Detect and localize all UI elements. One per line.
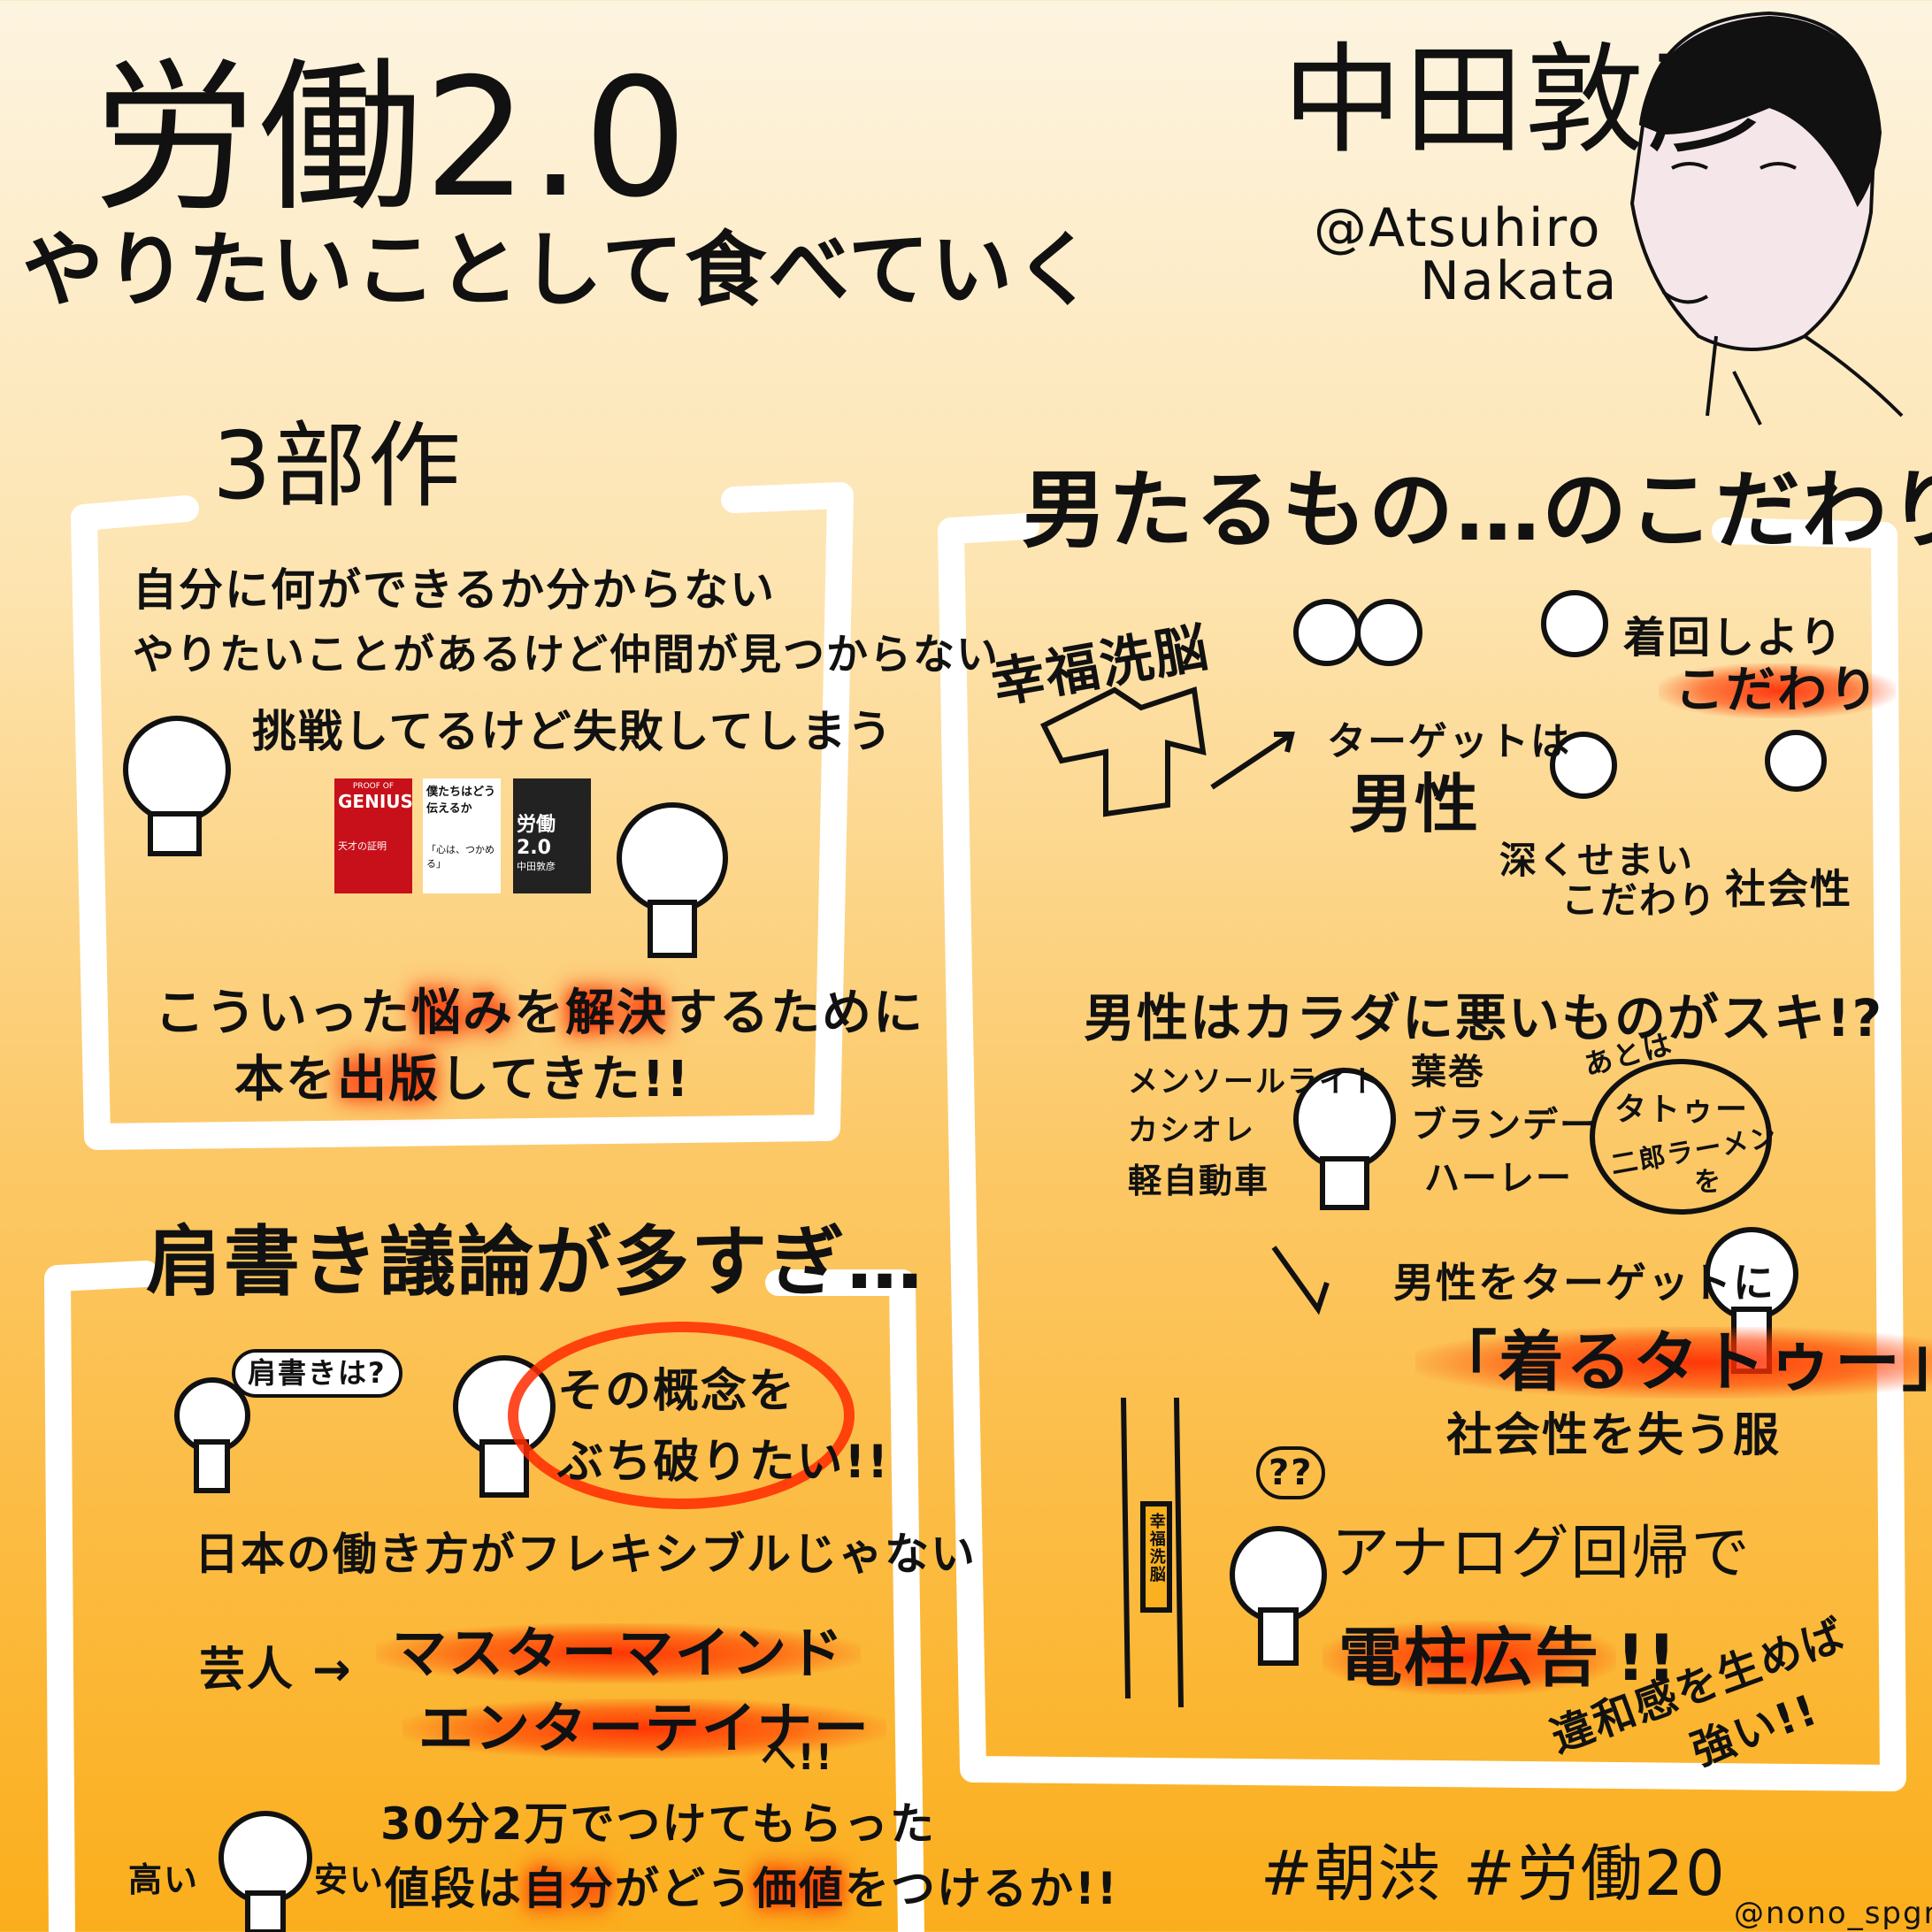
break-line-2: ぶち破りたい!! (557, 1436, 890, 1489)
left-item: 軽自動車 (1128, 1162, 1270, 1200)
speech-bubble: 肩書きは? (232, 1349, 402, 1399)
tshirt-icon (1039, 686, 1207, 817)
analog-text: アナログ回帰で (1331, 1519, 1752, 1587)
page-subtitle: やりたいことして食べていく (22, 223, 1098, 318)
target-line-1: ターゲットは (1327, 719, 1571, 764)
trilogy-conclusion-1: こういった悩みを解決するために (155, 986, 924, 1041)
red-circle (508, 1322, 855, 1509)
hashtags: #朝渋 #労働20 (1261, 1837, 1727, 1910)
low-label: 安い (314, 1860, 386, 1899)
pole-ad-text: 電柱広告!! (1322, 1621, 1678, 1695)
book-sub: 天才の証明 (338, 840, 387, 852)
utility-pole (1121, 1397, 1184, 1708)
trilogy-heading: 3部作 (212, 412, 463, 520)
target-line-2: 男性 (1349, 767, 1481, 841)
text: がどう (615, 1863, 753, 1914)
bad-things-heading: 男性はカラダに悪いものがスキ!? (1084, 988, 1884, 1048)
deep-line-1: 深くせまい (1499, 839, 1695, 882)
titles-heading: 肩書き議論が多すぎ… (146, 1218, 924, 1307)
price-text: 30分2万でつけてもらった (380, 1798, 936, 1850)
text: 値段は (385, 1863, 523, 1914)
speaker-handle-1: @Atsuhiro (1314, 197, 1602, 259)
text: !! (1616, 1621, 1678, 1695)
book-top: PROOF OF (352, 782, 395, 791)
pole-sign (1140, 1501, 1172, 1613)
highlight-text: 電柱広告 (1322, 1621, 1617, 1695)
social-text: 社会性 (1725, 865, 1852, 913)
trilogy-line-3: 挑戦してるけど失敗してしまう (252, 706, 893, 757)
trilogy-line-1: 自分に何ができるか分からない (133, 564, 776, 616)
flexible-text: 日本の働き方がフレキシブルじゃない (195, 1529, 977, 1580)
left-item: カシオレ (1128, 1113, 1255, 1148)
trilogy-frame (71, 482, 854, 1150)
speaker-name: 中田敦彦 (1283, 31, 1767, 170)
lose-social-text: 社会性を失う服 (1446, 1409, 1782, 1462)
book-sub: 中田敦彦 (517, 861, 556, 872)
he-text: へ!! (761, 1737, 834, 1778)
book-cover-rodo: 労働2.0 中田敦彦 (513, 778, 591, 893)
wear-tattoo-text: 「着るタトゥー」 (1415, 1326, 1932, 1399)
kimawashi-text: 着回しより (1623, 613, 1844, 663)
text: するために (668, 985, 924, 1042)
tattoo-circle (1590, 1059, 1772, 1215)
text: こういった (155, 985, 411, 1042)
deep-line-2: こだわり (1561, 878, 1718, 922)
page-title: 労働2.0 (93, 42, 690, 234)
annotation-marks (508, 686, 1772, 1708)
text: してきた!! (440, 1051, 691, 1108)
target-men-text: 男性をターゲットに (1393, 1259, 1775, 1307)
book-cover-tsutaeru: 僕たちはどう伝えるか 「心は、つかめる」 (423, 778, 501, 893)
trilogy-line-2: やりたいことがあるけど仲間が見つからない (133, 631, 1000, 679)
break-line-1: その概念を (557, 1365, 797, 1418)
right-item: 葉巻 (1411, 1052, 1485, 1092)
circle-item: を (1694, 1167, 1722, 1198)
geinin-text: 芸人 → (199, 1644, 353, 1697)
entertainer-text: エンターテイナー (402, 1698, 886, 1760)
trilogy-conclusion-2: 本を出版してきた!! (234, 1053, 691, 1108)
text: を (514, 985, 565, 1042)
stick-figures (123, 590, 1827, 1932)
right-item: ハーレー (1424, 1158, 1573, 1199)
thinking-bubble: ?? (1256, 1446, 1326, 1499)
arrow-icon (1210, 732, 1295, 790)
high-label: 高い (128, 1860, 200, 1899)
text: 本を (234, 1051, 337, 1108)
titles-frame (44, 1261, 924, 1932)
speaker-portrait (1629, 11, 1904, 426)
mastermind-text: マスターマインド (376, 1622, 862, 1684)
artist-handle: @nono_spgr (1734, 1896, 1932, 1931)
highlight-text: 出版 (337, 1051, 440, 1108)
highlight-text: 自分 (523, 1863, 615, 1914)
value-text: 値段は自分がどう価値をつけるか!! (385, 1865, 1119, 1913)
highlight-text: 価値 (753, 1863, 845, 1914)
circle-item: タトゥー (1614, 1092, 1750, 1128)
text: をつけるか!! (845, 1863, 1119, 1914)
book-cover-genius: PROOF OF GENIUS 天才の証明 (334, 778, 412, 893)
arrow-icon-2 (1271, 1246, 1330, 1315)
left-item: メンソールライト (1128, 1064, 1383, 1100)
book-title: 僕たちはどう伝えるか (426, 786, 496, 816)
highlight-text: 悩み (411, 985, 514, 1042)
kodawari-highlight: こだわり (1659, 663, 1896, 718)
pole-sign-text: 幸福洗脳 (1146, 1513, 1166, 1583)
speaker-handle-2: Nakata (1420, 250, 1619, 312)
book-title: 労働2.0 (517, 814, 556, 859)
book-sub: 「心は、つかめる」 (426, 844, 494, 870)
kodawari-heading: 男たるもの…のこだわり (1022, 461, 1932, 560)
kodawari-frame (938, 513, 1906, 1791)
right-item: ブランデー (1411, 1105, 1597, 1146)
book-title: GENIUS (338, 791, 412, 812)
highlight-text: 解決 (565, 985, 668, 1042)
